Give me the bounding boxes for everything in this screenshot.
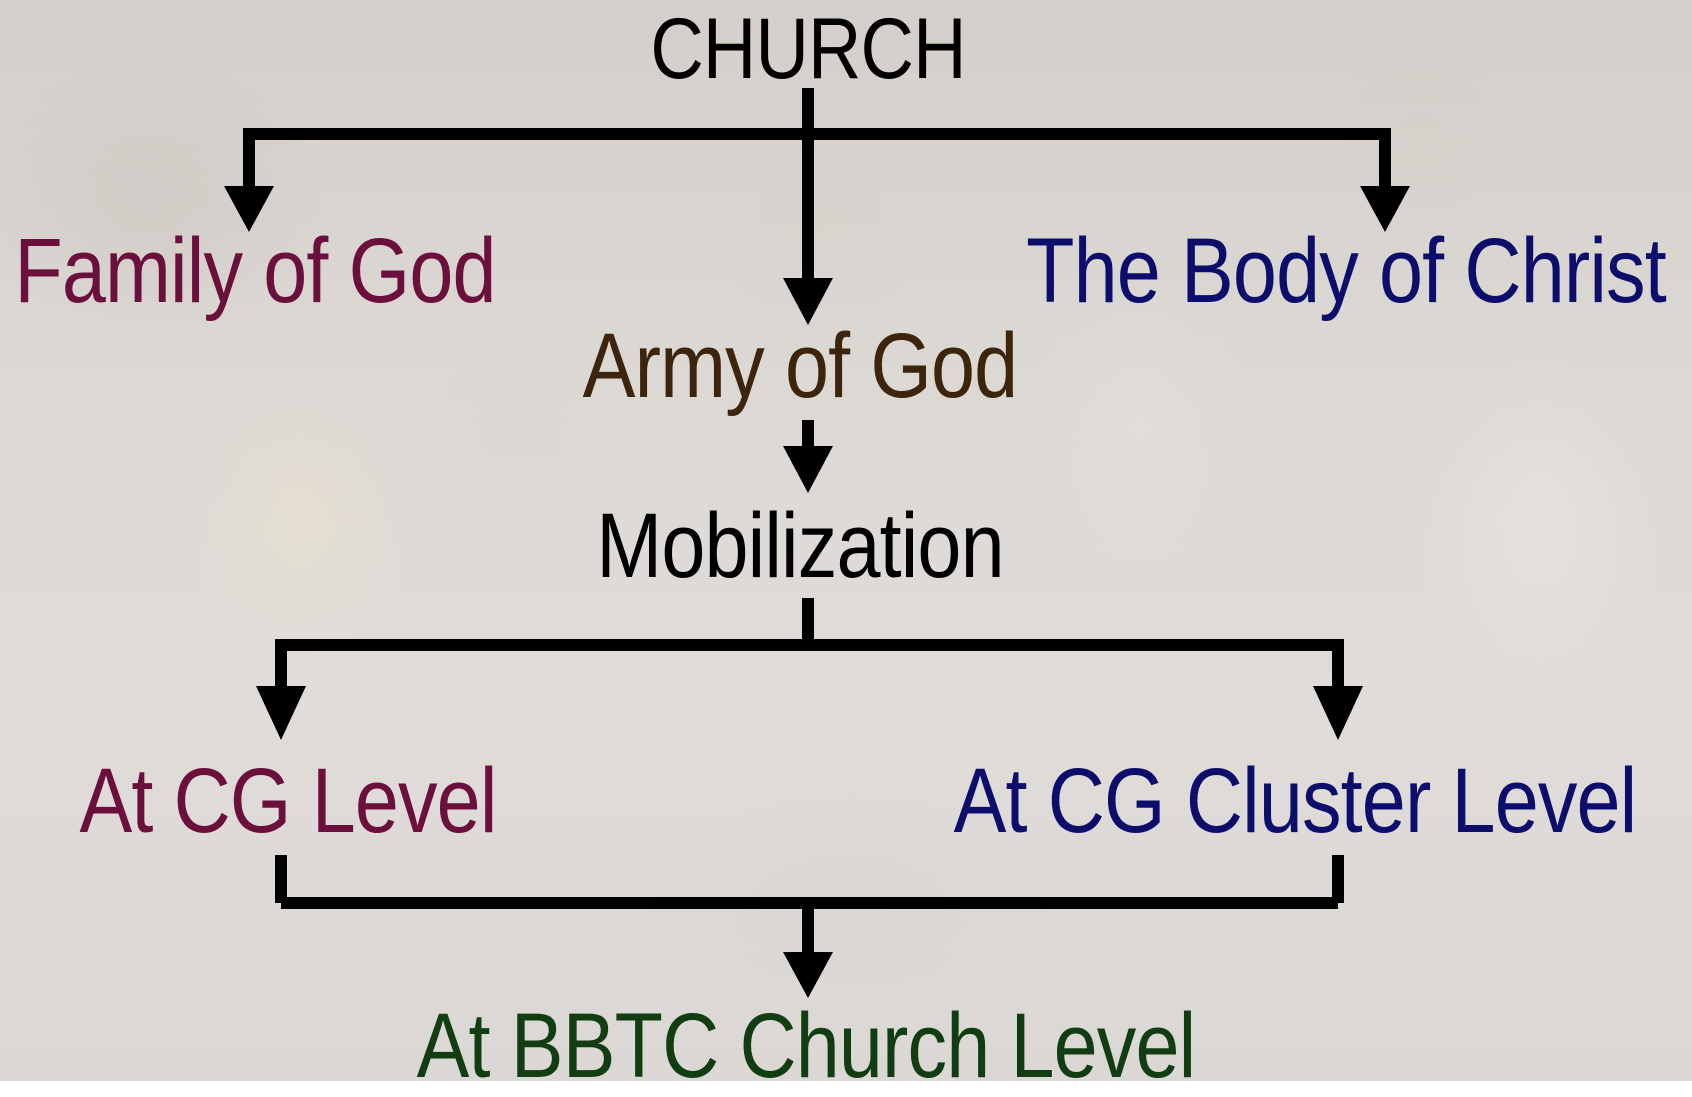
arrowhead-bbtc <box>783 952 833 998</box>
arrowhead-mobilization <box>783 446 833 493</box>
node-mobilization: Mobilization <box>596 495 1004 597</box>
node-army-of-god: Army of God <box>582 315 1018 417</box>
arrowhead-body <box>1360 186 1410 232</box>
node-at-bbtc-church-level: At BBTC Church Level <box>416 995 1197 1097</box>
node-family-of-god: Family of God <box>14 220 496 322</box>
arrowhead-army <box>783 278 833 325</box>
arrowhead-cg-cluster <box>1313 686 1363 740</box>
arrowhead-cg-level <box>256 686 306 740</box>
node-at-cg-level: At CG Level <box>79 750 497 852</box>
node-body-of-christ: The Body of Christ <box>1026 220 1667 322</box>
arrowhead-family <box>224 186 274 232</box>
node-church: CHURCH <box>650 1 966 97</box>
node-at-cg-cluster-level: At CG Cluster Level <box>953 750 1638 852</box>
